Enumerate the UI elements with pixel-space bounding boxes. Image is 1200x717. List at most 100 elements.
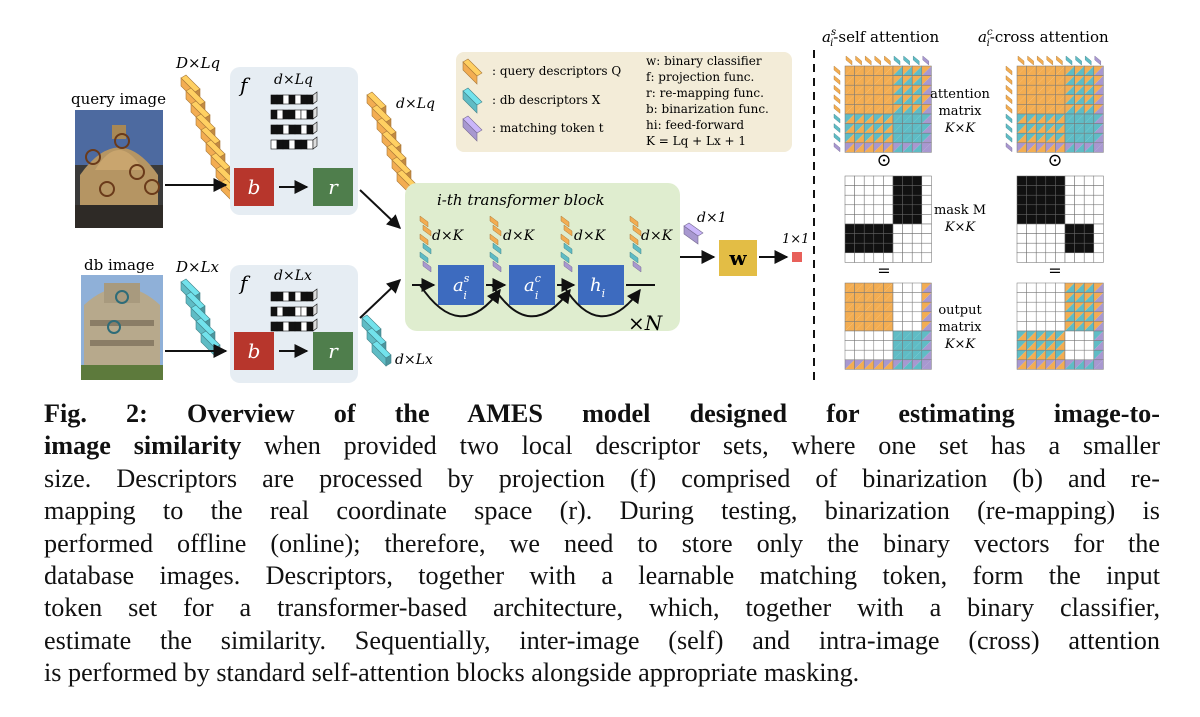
- legend-r: r: re-mapping func.: [646, 86, 764, 100]
- gridMaskS-cell-5-2: [863, 223, 875, 234]
- gridMaskS-cell-0-2: [863, 175, 875, 186]
- transformer-stack-1-token-4: [422, 242, 432, 255]
- gridAttnC-cell-3-8: [1093, 94, 1104, 105]
- gridOutC-cell-6-4: [1055, 340, 1066, 351]
- gridOutC-cell-6-7: [1083, 340, 1095, 351]
- gridAttnS-cell-4-6: [902, 104, 913, 115]
- gridAttnC-cell-1-3: [1045, 75, 1056, 86]
- gridOutS-cell-5-7: [911, 330, 923, 341]
- gridMaskC-cell-5-7: [1083, 223, 1095, 234]
- gridOutC-cell-2-4: [1055, 301, 1066, 313]
- gridOutS-cell-2-8: [921, 301, 932, 313]
- gridMaskC-cell-0-3: [1045, 175, 1056, 186]
- gridMaskC-cell-5-8: [1093, 223, 1104, 234]
- gridMaskC-cell-0-5: [1064, 175, 1075, 186]
- gridMaskS-cell-6-8: [921, 233, 932, 244]
- db-output-stack: [361, 314, 392, 367]
- legend-token: : matching token t: [492, 121, 604, 135]
- gridAttnC-cell-3-3: [1045, 94, 1056, 105]
- query-binary-dims: d×Lq: [274, 72, 313, 88]
- gridOutS-cell-2-5: [892, 301, 903, 313]
- gridOutC-cell-3-5: [1064, 311, 1075, 322]
- gridAttnS-cell-3-4: [883, 94, 894, 105]
- gridAttnC-cell-8-5: [1064, 142, 1075, 153]
- attention-top-token-2-1: [1017, 55, 1025, 66]
- gridOutS-cell-2-6: [902, 301, 913, 313]
- attention-left-token-1-8: [833, 132, 841, 143]
- gridMaskC-cell-1-6: [1074, 185, 1085, 196]
- gridMaskS-cell-1-3: [873, 185, 884, 196]
- transformer-stack-1-token-2: [422, 224, 432, 237]
- transformer-stack-3-token-2: [563, 224, 573, 237]
- gridOutC-cell-0-3: [1045, 282, 1056, 293]
- gridAttnC-cell-0-0: [1016, 65, 1027, 76]
- gridMaskC-cell-4-4: [1055, 214, 1066, 225]
- gridOutC-cell-5-7: [1083, 330, 1095, 341]
- gridOutS-cell-8-8: [921, 359, 932, 370]
- attention-top-token-1-5: [884, 55, 891, 66]
- gridAttnS-cell-5-4: [883, 113, 894, 124]
- gridMaskS-cell-4-4: [883, 214, 894, 225]
- gridOutC-cell-8-4: [1055, 359, 1066, 370]
- attention-top-token-1-2: [855, 55, 862, 66]
- query-binarize-block: [234, 168, 274, 206]
- gridOutS-cell-2-2: [863, 301, 875, 313]
- gridMaskS-cell-1-0: [844, 185, 855, 196]
- attention-top-token-1-8: [913, 55, 920, 66]
- gridOutC-cell-6-0: [1016, 340, 1027, 351]
- transformer-stack-2-token-1: [489, 215, 499, 228]
- db-to-transformer-arrow: [359, 279, 402, 319]
- gridMaskS-cell-6-5: [892, 233, 903, 244]
- gridMaskC-cell-5-2: [1035, 223, 1047, 234]
- db-remapped-3: [371, 340, 392, 367]
- gridMaskC-cell-3-1: [1026, 204, 1037, 215]
- query-binary-row-1: [270, 91, 318, 105]
- db-r-label: r: [328, 339, 339, 363]
- db-descriptor-stack: [180, 278, 221, 357]
- attention-left-token-2-5: [1005, 103, 1013, 114]
- gridOutC-cell-8-0: [1016, 359, 1027, 370]
- attention-top-token-1-7: [903, 55, 910, 66]
- gridMaskC-cell-4-7: [1083, 214, 1095, 225]
- transformer-stack-1-token-6: [422, 260, 432, 273]
- transformer-stack-4-token-5: [629, 251, 639, 264]
- transformer-stack-3-token-1: [560, 215, 570, 228]
- gridOutC-cell-2-8: [1093, 301, 1104, 313]
- gridMaskS-cell-4-1: [854, 214, 865, 225]
- classifier-label: w: [728, 246, 747, 270]
- gridAttnS-cell-3-1: [854, 94, 865, 105]
- gridOutC-cell-2-7: [1083, 301, 1095, 313]
- gridAttnS-cell-7-1: [854, 132, 865, 144]
- gridOutS-cell-1-0: [844, 292, 855, 303]
- attention-left-token-1-7: [833, 123, 841, 134]
- gridAttnS-cell-7-7: [911, 132, 923, 144]
- gridMaskC-cell-6-7: [1083, 233, 1095, 244]
- feed-forward-label: hi: [590, 275, 605, 300]
- gridMaskC-cell-8-1: [1026, 252, 1037, 263]
- gridOutS-cell-2-7: [911, 301, 923, 313]
- gridAttnC-cell-0-6: [1074, 65, 1085, 76]
- gridMaskS-cell-7-2: [863, 242, 875, 254]
- gridAttnC-cell-0-4: [1055, 65, 1066, 76]
- attention-top-token-1-9: [922, 55, 929, 66]
- legend-w: w: binary classifier: [646, 54, 762, 68]
- gridAttnS-cell-5-5: [892, 113, 903, 124]
- transformer-stack-1-token-3: [419, 233, 429, 246]
- gridOutC-cell-2-1: [1026, 301, 1037, 313]
- gridAttnC-cell-4-2: [1035, 104, 1047, 115]
- gridMaskC-cell-8-7: [1083, 252, 1095, 263]
- gridOutC-cell-6-6: [1074, 340, 1085, 351]
- gridMaskS-cell-6-1: [854, 233, 865, 244]
- gridOutC-cell-0-6: [1074, 282, 1085, 293]
- gridAttnC-cell-5-4: [1055, 113, 1066, 124]
- gridOutC-cell-8-5: [1064, 359, 1075, 370]
- gridAttnS-cell-2-3: [873, 84, 884, 96]
- gridAttnC-cell-1-7: [1083, 75, 1095, 86]
- gridOutC-cell-4-4: [1055, 321, 1066, 332]
- gridAttnS-cell-6-5: [892, 123, 903, 134]
- gridAttnS-cell-6-8: [921, 123, 932, 134]
- gridMaskC-cell-7-5: [1064, 242, 1075, 254]
- transformer-title: i-th transformer block: [437, 191, 605, 209]
- gridAttnS-cell-3-2: [863, 94, 875, 105]
- gridMaskS-cell-6-6: [902, 233, 913, 244]
